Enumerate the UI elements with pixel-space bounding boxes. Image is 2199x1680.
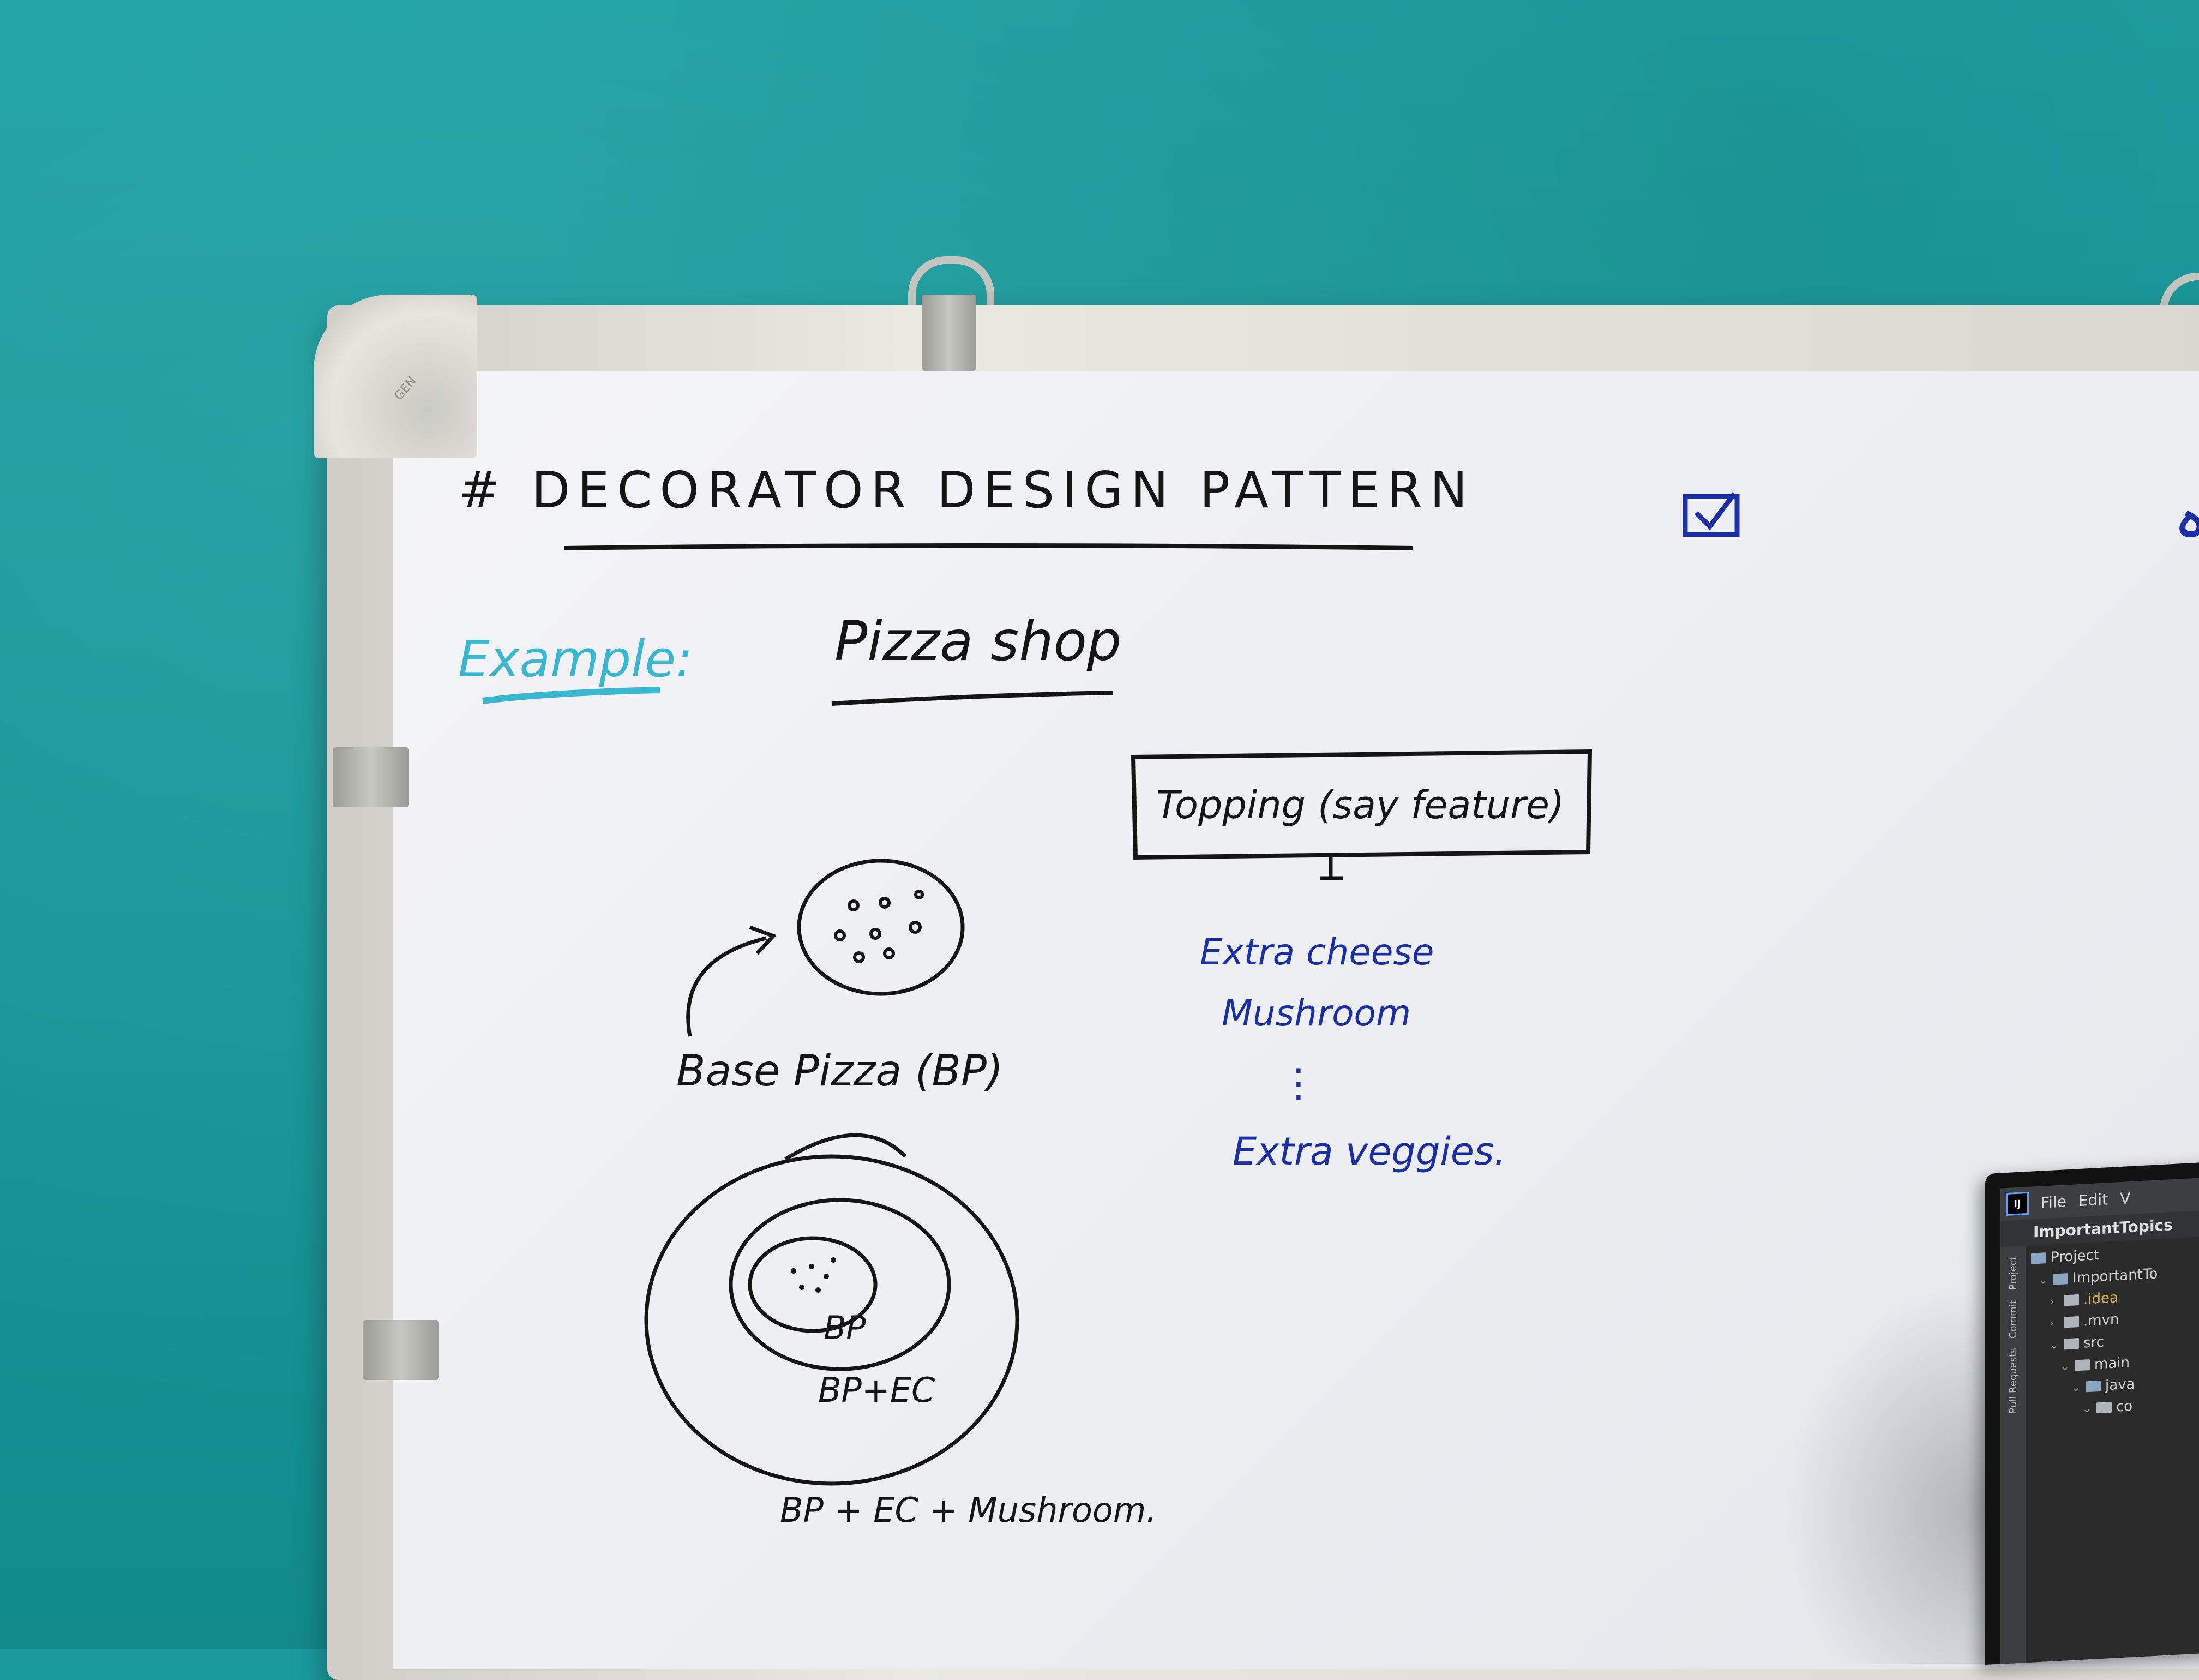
base-pizza-circle — [797, 859, 965, 996]
chevron-right-icon: › — [2050, 1316, 2054, 1330]
folder-icon — [2075, 1359, 2090, 1371]
middle-bp-ec-label: BP+EC — [818, 1370, 935, 1410]
topping-box-label: Topping (say feature) — [1156, 783, 1564, 827]
chevron-down-icon: ⌄ — [2082, 1401, 2092, 1415]
inner-bp-label: BP — [824, 1309, 866, 1347]
arrow-to-pizza — [686, 936, 767, 1037]
menu-edit[interactable]: Edit — [2078, 1190, 2108, 1210]
folder-icon — [2064, 1338, 2079, 1350]
topping-item-ellipsis: ⋮ — [1279, 1060, 1318, 1106]
chevron-right-icon: › — [2050, 1294, 2054, 1308]
whiteboard-surface — [393, 371, 2199, 1669]
title-underline — [564, 543, 1413, 550]
checked-checkbox-icon — [1683, 494, 1740, 537]
tree-label: java — [2105, 1376, 2135, 1394]
folder-icon — [2086, 1380, 2101, 1393]
example-topic: Pizza shop — [834, 609, 1121, 673]
board-clip-left-lower — [363, 1320, 439, 1380]
folder-icon — [2053, 1273, 2068, 1285]
topic-underline — [831, 691, 1113, 706]
ide-screen: IJ File Edit V ImportantTopics Project C… — [2000, 1175, 2199, 1664]
tree-label: Project — [2051, 1247, 2099, 1266]
monitor: IJ File Edit V ImportantTopics Project C… — [1985, 1160, 2199, 1665]
side-tab-pull-requests[interactable]: Pull Requests — [2007, 1348, 2019, 1414]
outer-bp-ec-mushroom-label: BP + EC + Mushroom. — [780, 1490, 1157, 1530]
side-tab-commit[interactable]: Commit — [2007, 1299, 2019, 1339]
ide-side-strip: Project Commit Pull Requests — [2000, 1246, 2026, 1664]
arrow-head-icon — [749, 925, 777, 955]
project-folder-icon — [2031, 1252, 2046, 1264]
board-title: # DECORATOR DESIGN PATTERN — [458, 461, 1475, 519]
base-pizza-label: Base Pizza (BP) — [676, 1047, 1003, 1096]
intellij-logo-icon[interactable]: IJ — [2006, 1191, 2029, 1216]
middle-decorator-circle — [729, 1198, 951, 1371]
topping-item-extra-veggies: Extra veggies. — [1233, 1129, 1506, 1174]
side-tab-project[interactable]: Project — [2007, 1256, 2019, 1291]
chevron-down-icon: ⌄ — [2039, 1273, 2048, 1287]
tree-label: main — [2094, 1354, 2130, 1373]
pizza-toppings-dots — [834, 890, 924, 963]
outer-decorator-circle — [644, 1154, 1019, 1486]
example-underline — [482, 687, 660, 704]
urdu-note: قرآن - ٦ پارہ — [2173, 481, 2199, 552]
topping-item-extra-cheese: Extra cheese — [1200, 931, 1434, 973]
topping-item-mushroom: Mushroom — [1222, 992, 1411, 1034]
tree-label: src — [2083, 1334, 2104, 1352]
project-tree: Project ⌄ ImportantTo › .idea › .mvn ⌄ s… — [2028, 1237, 2199, 1663]
menu-view[interactable]: V — [2120, 1189, 2131, 1208]
example-label: Example: — [458, 630, 693, 688]
tree-label: .mvn — [2083, 1311, 2119, 1330]
inner-pizza-dots — [791, 1257, 836, 1293]
inner-pizza-circle — [748, 1236, 878, 1333]
outer-circle-overlap — [784, 1133, 907, 1161]
tree-label: co — [2116, 1397, 2133, 1415]
tree-label: .idea — [2083, 1289, 2118, 1308]
topping-connector — [1320, 856, 1343, 880]
checkmark-icon — [1694, 492, 1737, 530]
topping-box — [1131, 749, 1593, 860]
menu-file[interactable]: File — [2041, 1192, 2066, 1212]
tree-label: ImportantTo — [2072, 1265, 2158, 1287]
board-corner-cap — [314, 295, 477, 458]
chevron-down-icon: ⌄ — [2060, 1359, 2070, 1373]
folder-icon — [2064, 1294, 2079, 1306]
chevron-down-icon: ⌄ — [2071, 1380, 2081, 1394]
chevron-down-icon: ⌄ — [2050, 1337, 2059, 1352]
folder-icon — [2064, 1316, 2079, 1328]
folder-icon — [2096, 1401, 2112, 1414]
board-clip-top — [922, 295, 976, 371]
board-clip-left-upper — [333, 747, 409, 807]
